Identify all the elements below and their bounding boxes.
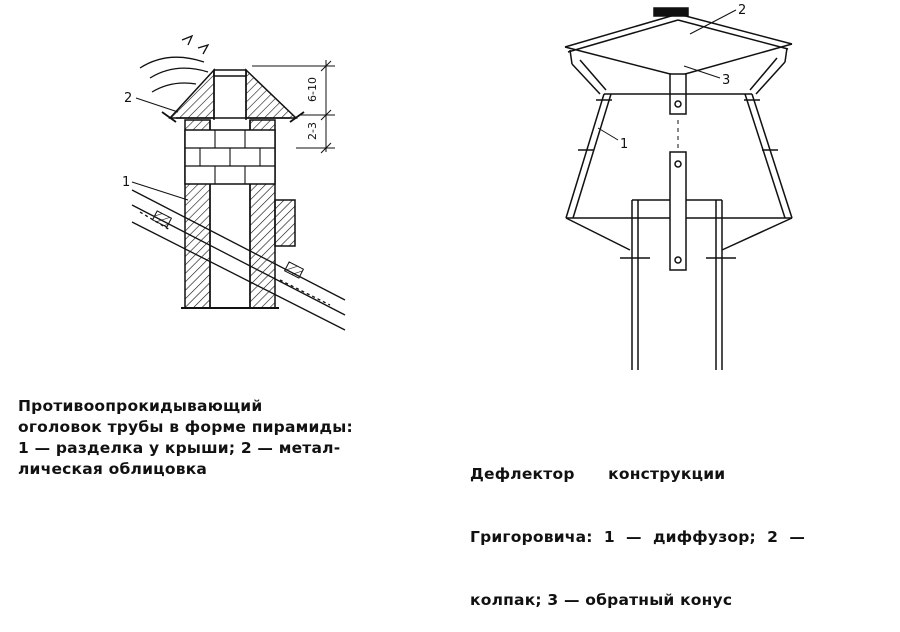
label-roof-cut: 1 <box>122 175 130 190</box>
label-metal-lining: 2 <box>124 91 132 106</box>
diffuser <box>565 93 793 251</box>
pipe <box>620 199 736 370</box>
roof-insulation-left <box>151 210 173 228</box>
caption-line: Противоопрокидывающий <box>18 397 263 415</box>
caption-line: оголовок трубы в форме пирамиды: <box>18 418 353 436</box>
label-cap: 2 <box>738 3 746 18</box>
chimney-stack <box>181 119 296 309</box>
label-reverse-cone: 3 <box>722 73 730 88</box>
pyramid-cap <box>161 68 305 123</box>
deflector-figure <box>564 7 793 370</box>
chimney-head-figure: 6-10 2-3 2 1 <box>122 34 346 331</box>
caption-line: 1 — разделка у крыши; 2 — метал- <box>18 439 341 457</box>
airflow-arrows <box>139 34 210 93</box>
caption-line: колпак; 3 — обратный конус <box>470 591 733 609</box>
label-diffuser: 1 <box>620 137 628 152</box>
dimension-lines <box>252 60 335 154</box>
support-struts <box>571 57 786 95</box>
leader-lines-left <box>131 97 189 201</box>
diagram-canvas: 6-10 2-3 2 1 <box>122 3 793 370</box>
dimension-bottom: 2-3 <box>306 122 319 140</box>
roof-insulation-right <box>283 261 305 279</box>
caption-line: Дефлектор конструкции <box>470 465 726 483</box>
caption-line: Григоровича: 1 — диффузор; 2 — <box>470 528 806 546</box>
deflector-cap <box>564 7 793 77</box>
dimension-top: 6-10 <box>306 77 319 102</box>
caption-line: лическая облицовка <box>18 460 208 478</box>
caption-deflector: Дефлектор конструкции Григоровича: 1 — д… <box>470 422 805 632</box>
inner-stem <box>669 151 687 271</box>
caption-chimney-head: Противоопрокидывающий оголовок трубы в ф… <box>18 396 353 480</box>
